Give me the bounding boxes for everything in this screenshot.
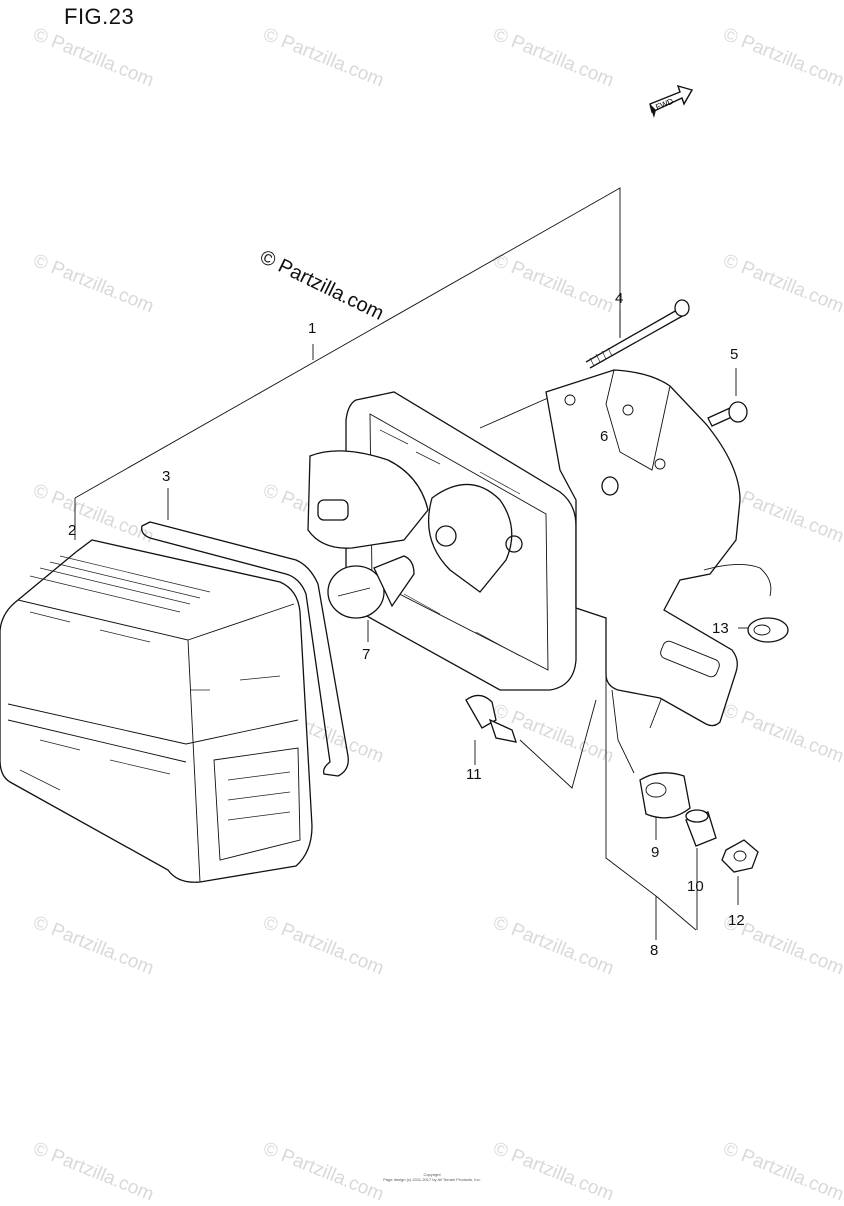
callout-8[interactable]: 8 (650, 942, 659, 959)
gasket (141, 521, 349, 777)
callout-1[interactable]: 1 (308, 320, 317, 337)
callout-11[interactable]: 11 (466, 766, 482, 783)
tail-lens (0, 539, 313, 883)
callout-12[interactable]: 12 (728, 912, 745, 929)
screw (707, 401, 748, 427)
cushion (639, 772, 691, 819)
flange-bolt (465, 694, 517, 743)
fwd-arrow-icon: FWD (649, 84, 694, 118)
bracket (545, 369, 772, 727)
callout-4[interactable]: 4 (615, 290, 624, 307)
callout-9[interactable]: 9 (651, 844, 660, 861)
callout-7[interactable]: 7 (362, 646, 371, 663)
grommet-small (747, 617, 789, 643)
callout-13[interactable]: 13 (712, 620, 729, 637)
figure-title: FIG.23 (64, 4, 135, 29)
callout-6[interactable]: 6 (600, 428, 609, 445)
copyright-notice: Copyright Page design (c) 2011-2017 by A… (352, 1172, 512, 1182)
copyright-line-1: Copyright (423, 1172, 441, 1177)
callout-5[interactable]: 5 (730, 346, 739, 363)
collar (685, 809, 717, 847)
callout-10[interactable]: 10 (687, 878, 704, 895)
fwd-label: FWD (654, 97, 674, 112)
callout-2[interactable]: 2 (68, 522, 77, 539)
leader-lines (74, 187, 748, 940)
callout-3[interactable]: 3 (162, 468, 171, 485)
copyright-line-2: Page design (c) 2011-2017 by All Terrain… (383, 1177, 481, 1182)
lamp-base (307, 391, 577, 691)
nut (721, 839, 759, 873)
long-bolt (585, 299, 690, 369)
bulb (327, 555, 415, 619)
